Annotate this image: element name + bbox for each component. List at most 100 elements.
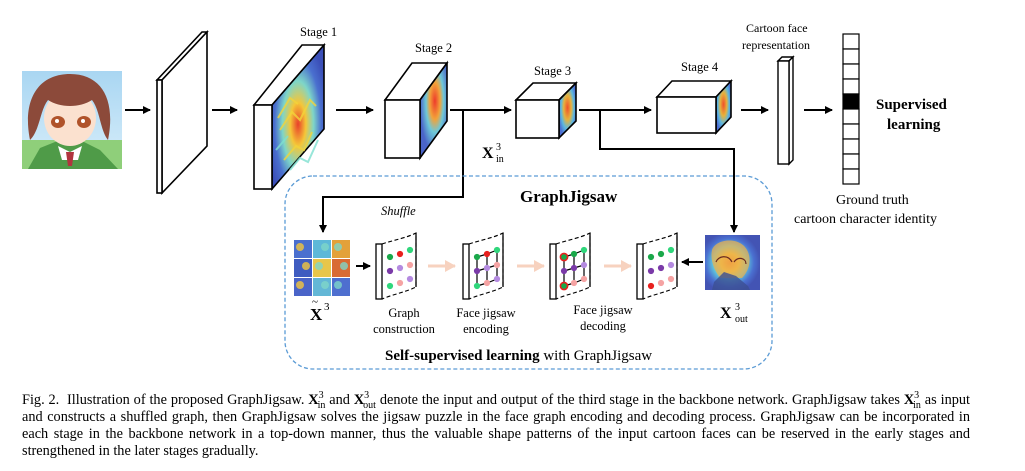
stage4-block	[655, 78, 733, 136]
representation-label-line2: representation	[742, 38, 810, 52]
graph-node	[560, 267, 568, 275]
graph-node	[647, 267, 655, 275]
graph-node	[483, 250, 491, 258]
face-jigsaw-decoding-plane	[549, 232, 591, 300]
graph-node	[657, 264, 665, 272]
patch-highlight	[334, 243, 342, 251]
svg-text:X: X	[482, 145, 494, 162]
graph-node	[493, 275, 501, 283]
caption-part4: as input and constructs a shuffled graph…	[22, 392, 970, 459]
ground-truth-label-line2: cartoon character identity	[794, 212, 937, 227]
plane-front	[549, 243, 557, 300]
ssl-label-bold: Self-supervised learning	[385, 348, 540, 364]
x-in-label: X 3 in	[482, 142, 504, 165]
patch-highlight	[302, 262, 310, 270]
identity-vector-cell	[842, 153, 860, 170]
face-jigsaw-encoding-label-line1: Face jigsaw	[456, 306, 515, 320]
graphjigsaw-title: GraphJigsaw	[520, 187, 618, 206]
connector-xin-to-shuffle	[319, 110, 464, 233]
svg-text:out: out	[735, 314, 748, 325]
svg-text:3: 3	[324, 301, 330, 313]
graphjigsaw-module-box	[284, 175, 773, 370]
caption-part3: denote the input and output of the third…	[375, 392, 904, 408]
face-jigsaw-encoding-plane	[462, 232, 504, 300]
graph-node	[647, 253, 655, 261]
graph-node	[406, 275, 414, 283]
supervised-learning-label-line2: learning	[887, 117, 941, 133]
x-out-label: X 3 out	[720, 302, 748, 325]
shuffled-feature-grid	[294, 240, 350, 296]
graph-node	[483, 279, 491, 287]
patch-highlight	[321, 243, 329, 251]
stage1-block	[252, 42, 326, 192]
patch-highlight	[340, 262, 348, 270]
graph-node	[473, 253, 481, 261]
plane-front	[636, 243, 644, 300]
identity-vector-cell	[842, 48, 860, 65]
figure-caption: Fig. 2. Illustration of the proposed Gra…	[22, 390, 970, 460]
stage3-block	[514, 81, 578, 140]
face-jigsaw-decoding-label-line2: decoding	[580, 319, 627, 333]
graph-node	[647, 282, 655, 290]
graph-construction-label-line2: construction	[373, 322, 436, 336]
cartoon-face-representation-bar	[776, 55, 795, 166]
graph-node	[559, 281, 569, 291]
graph-node	[473, 267, 481, 275]
svg-text:3: 3	[735, 302, 740, 313]
graph-node	[570, 279, 578, 287]
identity-vector-cell	[842, 123, 860, 140]
face-jigsaw-encoding-label-line2: encoding	[463, 322, 510, 336]
svg-text:X: X	[720, 305, 732, 322]
representation-label-line1: Cartoon face	[746, 21, 808, 35]
graph-node	[580, 246, 588, 254]
patch-highlight	[296, 281, 304, 289]
x-tilde-label: X ~ 3	[310, 296, 330, 324]
graph-node	[667, 246, 675, 254]
ssl-label-rest: with GraphJigsaw	[540, 348, 653, 364]
graph-node	[396, 264, 404, 272]
identity-vector-cell	[842, 138, 860, 155]
patch-highlight	[321, 281, 329, 289]
face-jigsaw-decoding-label-line1: Face jigsaw	[573, 303, 632, 317]
graph-node	[667, 275, 675, 283]
stage4-label: Stage 4	[681, 60, 719, 74]
caption-part2: and	[325, 392, 354, 408]
patch-highlight	[296, 243, 304, 251]
caption-fig-label: Fig. 2.	[22, 392, 60, 408]
graph-node	[580, 275, 588, 283]
caption-part1: Illustration of the proposed GraphJigsaw…	[67, 392, 309, 408]
identity-vector-cell	[842, 108, 860, 125]
svg-text:3: 3	[496, 142, 501, 153]
caption-x-in-2-scripts: 3in	[913, 390, 921, 411]
graph-node	[396, 250, 404, 258]
identity-vector-cell	[842, 168, 860, 185]
graph-construction-plane	[375, 232, 417, 300]
x-out-heatmap-image	[705, 235, 760, 290]
graph-node	[386, 282, 394, 290]
graph-node	[473, 282, 481, 290]
svg-text:in: in	[496, 154, 504, 165]
graph-node	[386, 253, 394, 261]
graph-node	[580, 261, 588, 269]
stage3-label: Stage 3	[534, 64, 571, 78]
identity-vector-cell-active	[842, 93, 860, 110]
graph-planes	[375, 232, 678, 300]
graph-node	[483, 264, 491, 272]
ground-truth-identity-vector	[842, 33, 860, 185]
graph-node	[493, 261, 501, 269]
patch-highlight	[315, 262, 323, 270]
caption-x-in-1-scripts: 3in	[317, 390, 326, 411]
graphjigsaw-figure: Stage 1 Stage 2 X 3 in Stage 3 Stage 4 C…	[22, 21, 948, 370]
identity-vector-cell	[842, 78, 860, 95]
ground-truth-label-line1: Ground truth	[836, 193, 909, 208]
supervised-learning-label-line1: Supervised	[876, 97, 948, 113]
self-supervised-learning-label: Self-supervised learning with GraphJigsa…	[385, 348, 652, 364]
plane-front	[375, 243, 383, 300]
shuffle-label: Shuffle	[381, 204, 416, 218]
stage1-label: Stage 1	[300, 25, 337, 39]
stage2-label: Stage 2	[415, 41, 452, 55]
graph-node	[657, 279, 665, 287]
graph-node	[493, 246, 501, 254]
caption-x-in-1: X	[308, 392, 319, 408]
graph-node	[657, 250, 665, 258]
